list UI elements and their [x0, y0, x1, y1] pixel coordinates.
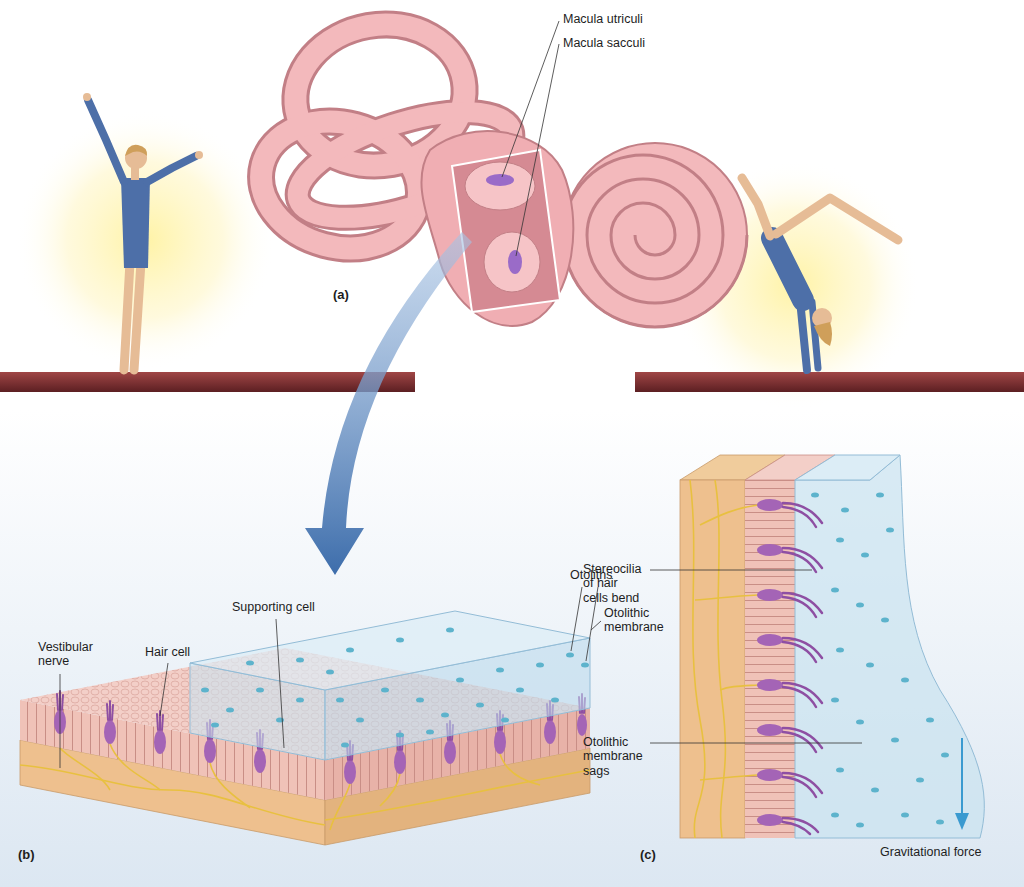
structure-label: Macula utriculi — [563, 12, 643, 26]
force-label: Gravitational force — [880, 845, 981, 859]
gymnast-handstand — [742, 178, 898, 370]
gymnast-standing — [83, 93, 203, 370]
structure-label: Vestibular nerve — [38, 640, 100, 669]
cochlea — [563, 143, 747, 327]
macula-block-tilted — [680, 455, 984, 838]
panel-letter: (c) — [640, 848, 656, 863]
structure-label: Supporting cell — [232, 600, 315, 614]
structure-label: Stereocilia of hair cells bend — [583, 562, 645, 605]
vestibule — [421, 131, 573, 326]
structure-label: Otolithic membrane — [604, 606, 666, 635]
structure-label: Macula sacculi — [563, 36, 645, 50]
panel-letter: (b) — [18, 848, 35, 863]
zoom-arrow — [305, 232, 472, 575]
structure-label: Hair cell — [145, 645, 190, 659]
panel-letter: (a) — [333, 288, 349, 303]
leader-lines — [60, 21, 862, 768]
macula-block — [20, 611, 590, 845]
structure-label: Otolithic membrane sags — [583, 735, 645, 778]
